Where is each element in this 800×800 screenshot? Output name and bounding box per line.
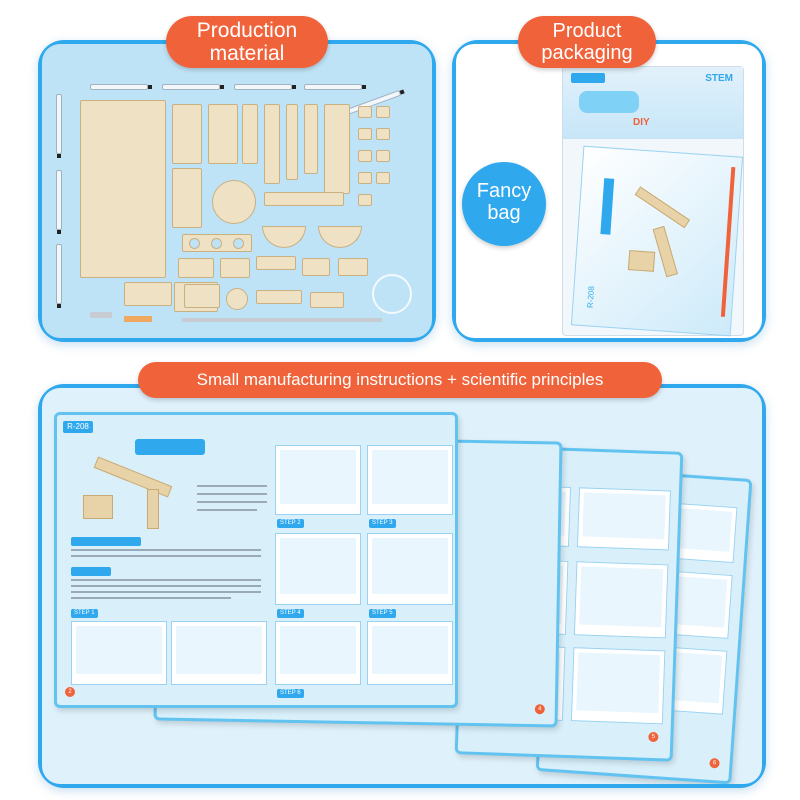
bag-diy: DIY [633,117,650,128]
fancy-bag-text: Fancy bag [476,180,532,224]
box-code: R-208 [585,285,597,309]
syringe [56,94,62,158]
step-label: STEP 3 [369,519,396,528]
nut-pack [124,316,152,322]
step-label: STEP 6 [277,689,304,698]
base-board [80,100,166,278]
instructions-photo: 6 5 3 4 R-208 [42,388,762,784]
screws [182,318,382,322]
wood-bucket-side [262,226,306,248]
step-image [367,621,453,685]
wood-strip [264,192,344,206]
syringe [342,89,402,117]
wood-arm [324,104,350,194]
product-packaging-text: Product packaging [541,20,633,64]
wood-part [220,258,250,278]
wood-frame [172,104,202,164]
excavator-illustration [77,456,187,531]
wood-small [358,128,372,140]
wood-frame [208,104,238,164]
production-material-panel [38,40,436,342]
booklet-title-graphic [135,439,205,455]
booklet-front-spread: R-208 STEP 1 2 [54,412,458,708]
production-material-text: Production material [196,19,298,65]
box-side-stripe [720,167,736,317]
wood-part [338,258,368,276]
booklet-code: R-208 [63,421,93,433]
wood-part [302,258,330,276]
step-label: STEP 4 [277,609,304,618]
syringe [234,84,296,90]
wood-small [358,194,372,206]
step-image [367,533,453,605]
instructions-label: Small manufacturing instructions + scien… [138,362,662,398]
step-image [275,533,361,605]
bag-brand: STEM [705,73,733,84]
page-number: 2 [65,687,75,697]
wood-small [376,128,390,140]
screw-pack [90,312,112,318]
wood-strip [304,104,318,174]
wood-small [358,106,372,118]
wood-strip [264,104,280,184]
product-packaging-label: Product packaging [518,16,656,68]
section-heading [71,567,111,576]
wood-small [376,172,390,184]
production-material-photo [42,44,432,338]
wood-holes-bar [182,234,252,252]
wood-strip [242,104,258,164]
product-packaging-panel: STEM DIY R-208 [452,40,766,342]
wood-strip [286,104,298,180]
excavator-image [617,186,713,286]
instructions-text: Small manufacturing instructions + scien… [196,370,604,389]
page-number: 4 [534,704,545,715]
step-image [367,445,453,515]
wood-gear [184,284,220,308]
bag-title-graphic [579,91,639,113]
wood-disc [212,180,256,224]
wood-part [178,258,214,278]
syringe [56,170,62,234]
wood-part [124,282,172,306]
page-number: 6 [709,757,720,769]
wood-part [256,290,302,304]
bag-header: STEM DIY [563,67,743,139]
step-image [71,621,167,685]
wood-bucket-side [318,226,362,248]
step-image [171,621,267,685]
plastic-tubing [372,274,412,314]
wood-wheel [226,288,248,310]
brand-logo-icon [571,73,605,83]
step-label: STEP 2 [277,519,304,528]
product-box: R-208 [570,145,744,337]
wood-frame [172,168,202,228]
production-material-label: Production material [166,16,328,68]
product-packaging-photo: STEM DIY R-208 [456,44,762,338]
instructions-panel: 6 5 3 4 R-208 [38,384,766,788]
box-title-strip [600,178,615,235]
step-label: STEP 1 [71,609,98,618]
syringe [162,84,224,90]
syringe [90,84,152,90]
step-image [275,621,361,685]
step-label: STEP 5 [369,609,396,618]
step-image [275,445,361,515]
wood-part [256,256,296,270]
syringe [304,84,366,90]
syringe [56,244,62,308]
wood-part [310,292,344,308]
fancy-bag: STEM DIY R-208 [562,66,744,337]
wood-small [358,172,372,184]
section-heading [71,537,141,546]
wood-small [358,150,372,162]
fancy-bag-badge: Fancy bag [462,162,546,246]
wood-small [376,150,390,162]
page-number: 5 [648,731,659,743]
wood-small [376,106,390,118]
